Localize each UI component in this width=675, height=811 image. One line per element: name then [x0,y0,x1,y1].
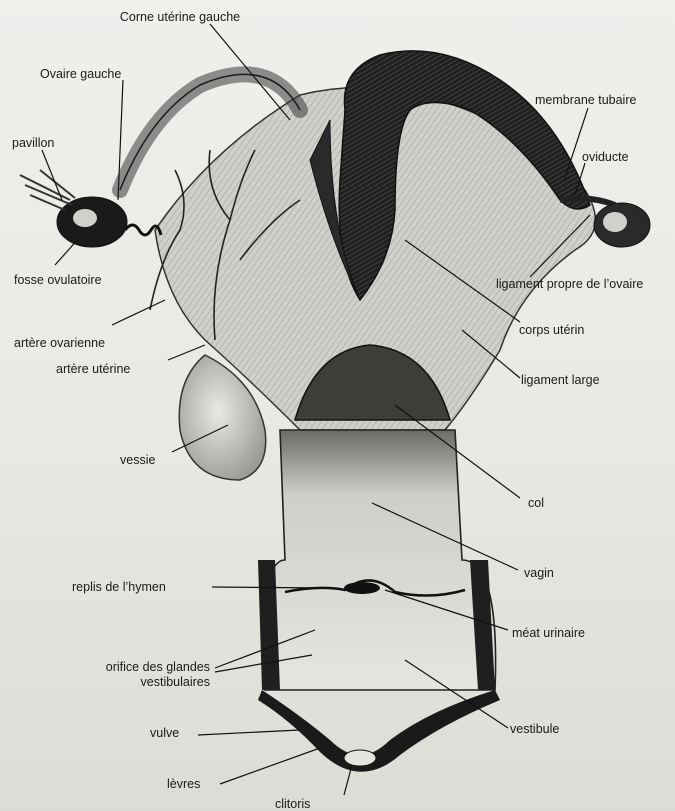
label-artere-uterine: artère utérine [56,362,130,376]
label-orifice-glandes: orifice des glandes vestibulaires [60,660,210,690]
vulva [258,690,500,772]
label-vestibule: vestibule [510,722,559,736]
label-pavillon: pavillon [12,136,54,150]
label-levres: lèvres [167,777,200,791]
label-corps-uterin: corps utérin [519,323,584,337]
label-fosse-ovulatoire: fosse ovulatoire [14,273,102,287]
label-replis-hymen: replis de l’hymen [72,580,166,594]
label-vagin: vagin [524,566,554,580]
pavillon-fimbriae [20,170,75,210]
label-oviducte: oviducte [582,150,629,164]
label-vessie: vessie [120,453,155,467]
label-ligament-large: ligament large [521,373,600,387]
label-ligament-propre-ovaire: ligament propre de l’ovaire [496,277,643,291]
vagina [264,430,496,690]
label-orifice-glandes-line1: orifice des glandes [60,660,210,675]
label-meat-urinaire: méat urinaire [512,626,585,640]
label-col: col [528,496,544,510]
clitoris-shape [344,750,376,766]
label-ovaire-gauche: Ovaire gauche [40,67,121,81]
label-vulve: vulve [150,726,179,740]
label-artere-ovarienne: artère ovarienne [14,336,105,350]
label-membrane-tubaire: membrane tubaire [535,93,636,107]
label-orifice-glandes-line2: vestibulaires [60,675,210,690]
label-corne-uterine-gauche: Corne utérine gauche [90,10,270,24]
